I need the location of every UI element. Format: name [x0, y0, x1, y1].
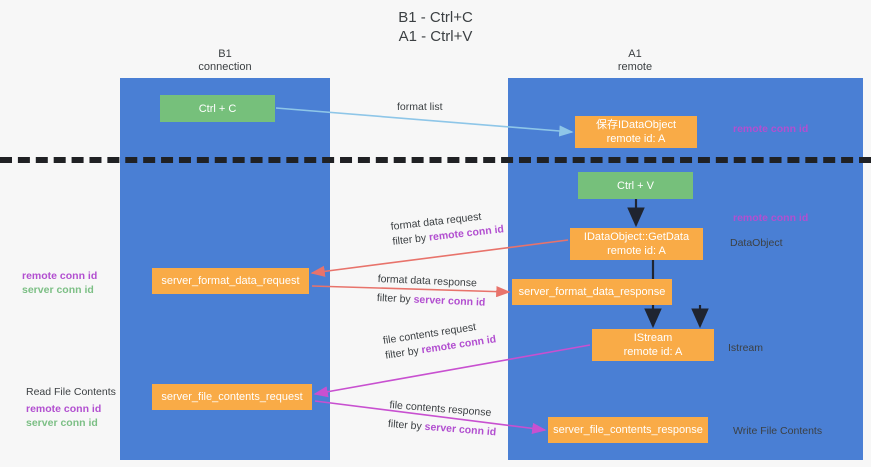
filter-prefix: filter by: [391, 231, 430, 248]
node-server-format-data-request-label: server_format_data_request: [161, 275, 300, 287]
node-istream[interactable]: IStream remote id: A: [592, 329, 714, 361]
node-ctrl-v-label: Ctrl + V: [617, 179, 654, 192]
edge-label-format-list: format list: [397, 100, 443, 115]
filter-prefix: filter by: [376, 291, 414, 306]
lane-header-b1-name: B1: [218, 48, 232, 60]
node-istream-sub: remote id: A: [623, 346, 683, 358]
lane-header-a1: A1 remote: [545, 48, 725, 74]
node-save-idataobject-label: 保存IDataObject: [595, 119, 677, 131]
node-ctrl-c-label: Ctrl + C: [198, 102, 237, 115]
annotation-dataobject: DataObject: [730, 237, 783, 249]
edge-label-file-contents-request: file contents request filter by remote c…: [382, 317, 497, 363]
page-title: B1 - Ctrl+C A1 - Ctrl+V: [0, 8, 871, 46]
node-save-idataobject-sub: remote id: A: [606, 133, 666, 145]
annotation-read-file-contents: Read File Contents: [26, 386, 116, 398]
node-idataobject-getdata-label: IDataObject::GetData: [583, 231, 690, 243]
filter-prefix: filter by: [384, 344, 423, 362]
annotation-left-conn-ids-bottom: remote conn id server conn id: [26, 402, 101, 430]
page-title-line-1: B1 - Ctrl+C: [398, 9, 473, 26]
annotation-remote-conn-id-top: remote conn id: [733, 123, 809, 135]
node-idataobject-getdata-sub: remote id: A: [607, 245, 666, 257]
annotation-left-remote-conn-id-2: remote conn id: [26, 403, 102, 415]
annotation-istream: Istream: [728, 342, 764, 354]
annotation-left-remote-conn-id-1: remote conn id: [22, 270, 98, 282]
node-save-idataobject[interactable]: 保存IDataObject remote id: A: [575, 116, 697, 148]
node-ctrl-c[interactable]: Ctrl + C: [160, 95, 275, 122]
edge-label-format-data-response-filter: filter by server conn id: [377, 291, 486, 311]
edge-label-file-contents-response: file contents response filter by server …: [387, 398, 498, 440]
lane-header-a1-name: A1: [628, 48, 642, 60]
annotation-left-server-conn-id-2: server conn id: [26, 417, 98, 429]
phase-divider: [0, 157, 871, 163]
node-server-file-contents-response[interactable]: server_file_contents_response: [548, 417, 708, 443]
filter-key-server-conn-id: server conn id: [424, 420, 497, 439]
node-server-file-contents-request-label: server_file_contents_request: [161, 391, 303, 403]
node-istream-label: IStream: [633, 332, 673, 344]
lane-header-b1-subtitle: connection: [198, 61, 252, 73]
node-server-file-contents-response-label: server_file_contents_response: [553, 424, 703, 436]
filter-key-server-conn-id: server conn id: [413, 293, 486, 309]
node-server-format-data-response[interactable]: server_format_data_response: [512, 279, 672, 305]
edge-label-file-contents-response-filter: filter by server conn id: [387, 417, 496, 440]
node-server-file-contents-request[interactable]: server_file_contents_request: [152, 384, 312, 410]
filter-prefix: filter by: [387, 417, 426, 433]
node-idataobject-getdata[interactable]: IDataObject::GetData remote id: A: [570, 228, 703, 260]
edge-label-format-list-text: format list: [397, 101, 443, 113]
lane-header-a1-subtitle: remote: [617, 61, 653, 73]
node-server-format-data-request[interactable]: server_format_data_request: [152, 268, 309, 294]
annotation-write-file-contents: Write File Contents: [733, 425, 823, 437]
node-ctrl-v[interactable]: Ctrl + V: [578, 172, 693, 199]
annotation-left-conn-ids-top: remote conn id server conn id: [22, 269, 97, 297]
edge-label-format-data-response: format data response filter by server co…: [377, 272, 487, 311]
page-title-line-2: A1 - Ctrl+V: [398, 28, 473, 45]
lane-header-b1: B1 connection: [135, 48, 315, 74]
edge-label-format-data-response-text: format data response: [377, 272, 478, 290]
node-server-format-data-response-label: server_format_data_response: [518, 286, 666, 298]
annotation-left-server-conn-id-1: server conn id: [22, 284, 94, 296]
annotation-remote-conn-id-mid: remote conn id: [733, 212, 809, 224]
edge-label-format-data-request: format data request filter by remote con…: [390, 207, 505, 249]
